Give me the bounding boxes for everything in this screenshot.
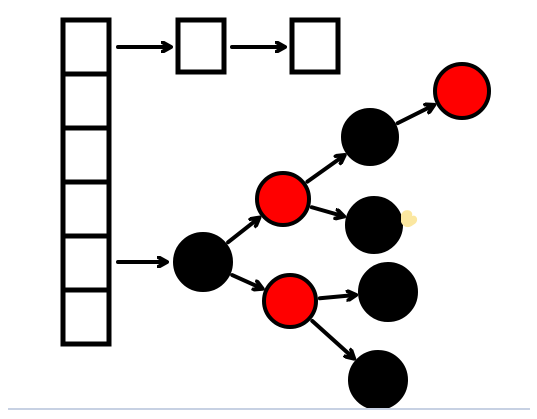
bucket-cell: [60, 179, 112, 239]
tree-node-upper-grandchild-bottom-black: [345, 196, 403, 254]
tree-node-upper-child-red: [255, 171, 311, 227]
pointer-arrow: [230, 273, 262, 288]
list-node-box: [289, 17, 341, 75]
bucket-cell: [60, 233, 112, 293]
bucket-cell: [60, 71, 112, 131]
pointer-arrow: [226, 218, 259, 245]
pointer-arrows: [116, 47, 434, 358]
tree-node-leaf-red: [433, 62, 491, 120]
bucket-cell: [60, 17, 112, 77]
tree-node-root-black: [173, 232, 233, 292]
tree-node-lower-child-red: [262, 273, 318, 329]
highlight-mark: [401, 210, 418, 228]
bucket-cell: [60, 125, 112, 185]
bucket-cell: [60, 287, 112, 347]
pointer-arrow: [310, 319, 353, 358]
pointer-arrow: [395, 105, 434, 126]
linked-list-chain: [175, 17, 341, 75]
pointer-arrow: [317, 295, 355, 298]
tree-node-lower-grandchild-bottom-black: [348, 350, 408, 410]
list-node-box: [175, 17, 227, 75]
tree-node-upper-grandchild-top-black: [341, 108, 399, 166]
pointer-arrow: [305, 156, 344, 184]
pointer-arrow: [309, 205, 343, 216]
tree-nodes: [173, 62, 491, 410]
bucket-array: [60, 17, 112, 347]
tree-node-lower-grandchild-top-black: [358, 262, 418, 322]
